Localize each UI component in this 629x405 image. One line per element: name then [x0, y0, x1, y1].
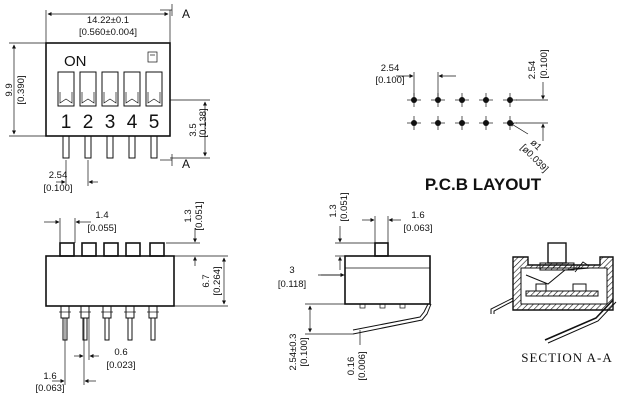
- on-label: ON: [64, 53, 87, 70]
- side-lead-in-label: [0.100]: [299, 337, 310, 366]
- side-lead-t-in-label: [0.006]: [357, 351, 368, 380]
- switch-slot: [79, 71, 97, 107]
- front-view-actuators: [59, 242, 165, 257]
- section-label: SECTION A-A: [521, 350, 613, 365]
- pcb-hole-grid: [407, 93, 517, 130]
- lead-width-mm-label: 0.6: [114, 347, 127, 358]
- actuator-height-mm-label: 1.3: [183, 209, 194, 222]
- lead-pitch-in-label: [0.063]: [35, 383, 64, 394]
- front-view: 1.4 [0.055] 1.3 [0.051] 6.7 [0.264] 0.6 …: [35, 201, 228, 394]
- pcb-layout-title: P.C.B LAYOUT: [425, 175, 542, 194]
- pcb-layout: 2.54 [0.100] 2.54 [0.100] ø1 [ø0.039] P.…: [375, 49, 550, 194]
- slider-knob: [59, 92, 73, 104]
- section-terminal: [525, 290, 599, 297]
- front-lead: [127, 317, 133, 341]
- actuator: [125, 242, 141, 257]
- switch-slots: [57, 71, 163, 107]
- actuator: [81, 242, 97, 257]
- lead-length-mm-label: 3.5: [188, 123, 199, 136]
- manufacturer-logo: [147, 51, 158, 63]
- width-in-label: [0.560±0.004]: [79, 27, 137, 38]
- slider-knob: [125, 92, 139, 104]
- body-height-mm-label: 6.7: [201, 274, 212, 287]
- section-lead: [544, 299, 614, 341]
- pcb-pitch-h-mm-label: 2.54: [381, 63, 400, 74]
- actuator-height-in-label: [0.051]: [194, 201, 205, 230]
- pitch-in-label: [0.100]: [43, 183, 72, 194]
- switch-slot: [101, 71, 119, 107]
- top-view-leads: [62, 135, 158, 159]
- position-number: 5: [149, 112, 160, 133]
- actuator-width-mm-label: 1.4: [95, 210, 108, 221]
- top-lead: [150, 135, 158, 159]
- top-lead: [106, 135, 114, 159]
- body-height-in-label: [0.264]: [212, 266, 223, 295]
- section-mark-top: A: [182, 7, 190, 21]
- side-view-lead: [352, 303, 429, 331]
- actuator: [59, 242, 75, 257]
- side-act-width-in-label: [0.063]: [403, 223, 432, 234]
- side-act-height-mm-label: 1.3: [328, 204, 339, 217]
- side-view-body: [344, 255, 431, 305]
- position-number: 3: [105, 112, 116, 133]
- front-lead: [150, 317, 156, 341]
- slider-knob: [147, 92, 161, 104]
- switch-slot: [123, 71, 141, 107]
- position-number: 4: [127, 112, 138, 133]
- lead-length-in-label: [0.138]: [198, 108, 209, 137]
- width-mm-label: 14.22±0.1: [87, 15, 129, 26]
- pcb-pitch-v-in-label: [0.100]: [539, 49, 550, 78]
- pcb-pitch-v-mm-label: 2.54: [527, 61, 538, 80]
- actuator: [103, 242, 119, 257]
- position-number: 2: [83, 112, 94, 133]
- side-view: 1.3 [0.051] 1.6 [0.063] 3 [0.118] 2.54±0…: [278, 192, 433, 380]
- lead-pitch-mm-label: 1.6: [43, 371, 56, 382]
- height-mm-label: 9.9: [4, 83, 15, 96]
- slider-knob: [81, 92, 95, 104]
- side-lead-t-mm-label: 0.16: [346, 357, 357, 376]
- front-lead: [82, 317, 88, 341]
- side-body-in-label: [0.118]: [278, 279, 306, 290]
- switch-slot: [57, 71, 75, 107]
- actuator-width-in-label: [0.055]: [87, 223, 116, 234]
- switch-slot: [145, 71, 163, 107]
- position-number: 1: [61, 112, 72, 133]
- top-lead: [84, 135, 92, 159]
- section-mark-bottom: A: [182, 157, 190, 171]
- side-act-width-mm-label: 1.6: [411, 210, 424, 221]
- pitch-mm-label: 2.54: [49, 170, 68, 181]
- front-lead: [104, 317, 110, 341]
- top-view: 14.22±0.1 [0.560±0.004] A 9.9 [0.390] ON…: [4, 4, 210, 194]
- top-lead: [128, 135, 136, 159]
- pcb-pitch-h-in-label: [0.100]: [375, 75, 404, 86]
- actuator: [149, 242, 165, 257]
- lead-width-in-label: [0.023]: [106, 360, 135, 371]
- front-view-body: [45, 255, 175, 307]
- top-lead: [62, 135, 70, 159]
- side-view-actuator: [374, 242, 389, 257]
- side-body-mm-label: 3: [289, 265, 294, 276]
- front-view-leads: [59, 305, 159, 341]
- section-view: SECTION A-A: [490, 242, 617, 365]
- height-in-label: [0.390]: [16, 75, 27, 104]
- side-lead-mm-label: 2.54±0.3: [288, 334, 299, 371]
- section-actuator: [547, 242, 567, 264]
- side-act-height-in-label: [0.051]: [339, 192, 350, 221]
- slider-knob: [103, 92, 117, 104]
